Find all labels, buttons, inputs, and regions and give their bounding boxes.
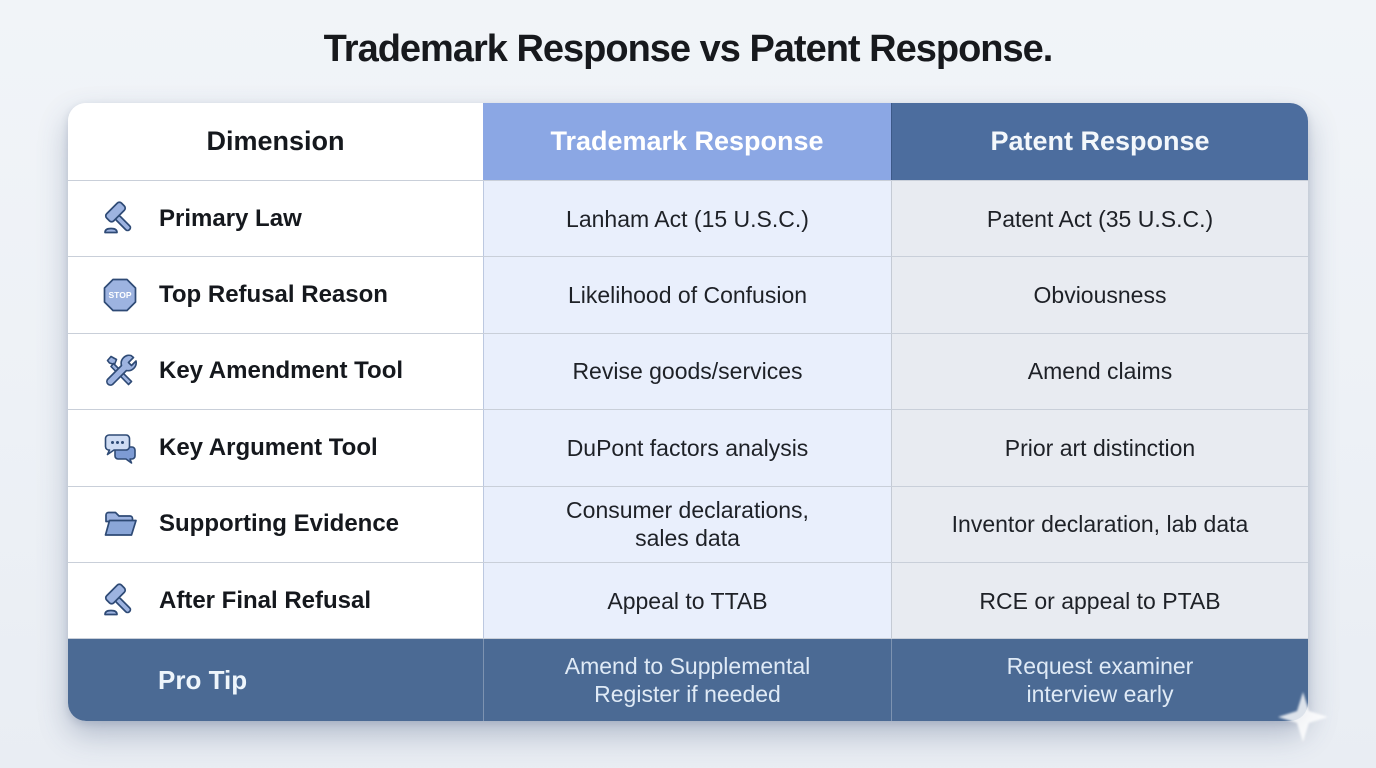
pro-tip-trademark-cell: Amend to Supplemental Register if needed — [483, 639, 891, 722]
cell-value: DuPont factors analysis — [566, 434, 809, 461]
row-label: Primary Law — [159, 204, 302, 232]
row-label-cell: After Final Refusal — [68, 562, 483, 639]
tools-icon — [106, 354, 137, 387]
row-label: After Final Refusal — [159, 586, 372, 614]
cell-value: Lanham Act (15 U.S.C.) — [566, 205, 809, 232]
cell-value: Likelihood of Confusion — [567, 282, 808, 309]
row-label: Key Argument Tool — [159, 433, 378, 461]
trademark-cell: Consumer declarations, sales data — [483, 486, 891, 562]
header-dimension: Dimension — [68, 103, 483, 180]
trademark-cell: Likelihood of Confusion — [483, 257, 891, 333]
cell-value: Request examiner interview early — [1006, 653, 1194, 708]
header-patent-label: Patent Response — [990, 126, 1210, 156]
table-row: STOP Top Refusal Reason Likelihood of Co… — [68, 256, 1308, 333]
trademark-cell: Appeal to TTAB — [483, 562, 891, 639]
header-patent-response: Patent Response — [891, 103, 1308, 180]
gavel-icon — [104, 583, 132, 615]
table-row: Key Amendment Tool Revise goods/services… — [68, 332, 1308, 410]
row-label-cell: Supporting Evidence — [68, 486, 483, 562]
comparison-table: Dimension Trademark Response Patent Resp… — [68, 103, 1308, 722]
row-label: Key Amendment Tool — [159, 357, 404, 385]
cell-value: Appeal to TTAB — [607, 587, 768, 614]
page-title: Trademark Response vs Patent Response. — [323, 28, 1054, 70]
row-label-cell: Key Argument Tool — [68, 410, 483, 486]
pro-tip-row: Pro Tip Amend to Supplemental Register i… — [68, 638, 1308, 722]
table-row: Primary Law Lanham Act (15 U.S.C.) Paten… — [68, 180, 1308, 257]
pro-tip-label-cell: Pro Tip — [68, 639, 483, 721]
trademark-cell: DuPont factors analysis — [483, 410, 891, 486]
cell-value: Prior art distinction — [1004, 434, 1196, 461]
header-trademark-response: Trademark Response — [483, 103, 891, 180]
pro-tip-patent-cell: Request examiner interview early — [891, 639, 1308, 722]
cell-value: Inventor declaration, lab data — [951, 511, 1249, 538]
row-label-cell: Key Amendment Tool — [68, 333, 483, 410]
patent-cell: RCE or appeal to PTAB — [891, 562, 1308, 639]
folder-icon — [104, 511, 137, 537]
cell-value: Amend claims — [1027, 358, 1173, 385]
cell-value: RCE or appeal to PTAB — [979, 587, 1221, 614]
stop-sign-icon: STOP — [103, 278, 137, 312]
header-dimension-label: Dimension — [206, 126, 345, 156]
table-row: Supporting Evidence Consumer declaration… — [68, 485, 1308, 562]
patent-cell: Amend claims — [891, 333, 1308, 410]
pro-tip-label: Pro Tip — [158, 664, 248, 695]
row-label: Supporting Evidence — [159, 510, 400, 538]
table-row: After Final Refusal Appeal to TTAB RCE o… — [68, 561, 1308, 639]
cell-value: Patent Act (35 U.S.C.) — [986, 205, 1214, 232]
table-header-row: Dimension Trademark Response Patent Resp… — [68, 103, 1308, 180]
chat-bubbles-icon — [104, 434, 136, 464]
cell-value: Obviousness — [1033, 282, 1167, 309]
svg-text:STOP: STOP — [109, 290, 132, 300]
header-trademark-label: Trademark Response — [550, 126, 824, 156]
row-label-cell: Primary Law — [68, 181, 483, 257]
patent-cell: Patent Act (35 U.S.C.) — [891, 181, 1308, 257]
trademark-cell: Lanham Act (15 U.S.C.) — [483, 181, 891, 257]
cell-value: Revise goods/services — [572, 358, 803, 385]
row-label-cell: STOP Top Refusal Reason — [68, 257, 483, 333]
cell-value: Amend to Supplemental Register if needed — [564, 653, 811, 708]
cell-value: Consumer declarations, sales data — [566, 497, 809, 552]
trademark-cell: Revise goods/services — [483, 333, 891, 410]
patent-cell: Obviousness — [891, 257, 1308, 333]
gavel-icon — [104, 201, 132, 234]
row-label: Top Refusal Reason — [159, 281, 388, 309]
patent-cell: Inventor declaration, lab data — [891, 486, 1308, 562]
patent-cell: Prior art distinction — [891, 410, 1308, 486]
table-row: Key Argument Tool DuPont factors analysi… — [68, 409, 1308, 486]
